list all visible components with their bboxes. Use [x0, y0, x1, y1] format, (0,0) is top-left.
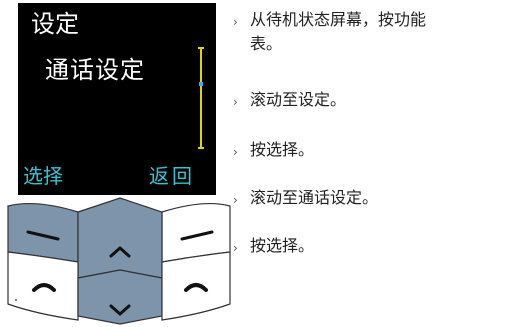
- call-button[interactable]: [7, 251, 79, 321]
- right-softkey-icon: [180, 230, 214, 241]
- up-arrow-icon: [109, 246, 131, 258]
- left-softkey-label[interactable]: 选择: [23, 164, 63, 188]
- scrollbar-track: [200, 47, 202, 149]
- step-text: 按选择。: [250, 140, 315, 159]
- step-marker: ›: [233, 145, 238, 159]
- scrollbar[interactable]: [198, 47, 204, 149]
- step-text: 滚动至通话设定。: [250, 188, 379, 207]
- scrollbar-thumb[interactable]: [199, 82, 203, 86]
- step-text-continued: 表。: [250, 34, 283, 53]
- down-arrow-icon: [109, 304, 131, 316]
- scrollbar-cap-bottom: [198, 147, 204, 149]
- left-softkey-icon: [26, 230, 60, 241]
- end-call-icon: [184, 283, 208, 292]
- step-marker: ›: [233, 193, 238, 207]
- end-call-button[interactable]: [161, 251, 231, 321]
- step-text: 从待机状态屏幕，按功能: [250, 10, 427, 29]
- step-marker: ›: [233, 241, 238, 255]
- nav-up-button[interactable]: [77, 197, 163, 279]
- right-softkey-label[interactable]: 返回: [149, 164, 195, 188]
- nav-down-button[interactable]: [77, 269, 163, 325]
- screen-title: 设定: [31, 10, 79, 38]
- step-text: 滚动至设定。: [250, 90, 347, 109]
- step-text: 按选择。: [250, 236, 315, 255]
- phone-screen: 设定 通话设定 选择 返回: [18, 3, 216, 195]
- step-marker: ›: [233, 15, 238, 29]
- step-marker: ›: [233, 95, 238, 109]
- keypad: [6, 196, 232, 326]
- menu-item-call-settings[interactable]: 通话设定: [45, 56, 145, 84]
- call-icon: [32, 283, 56, 292]
